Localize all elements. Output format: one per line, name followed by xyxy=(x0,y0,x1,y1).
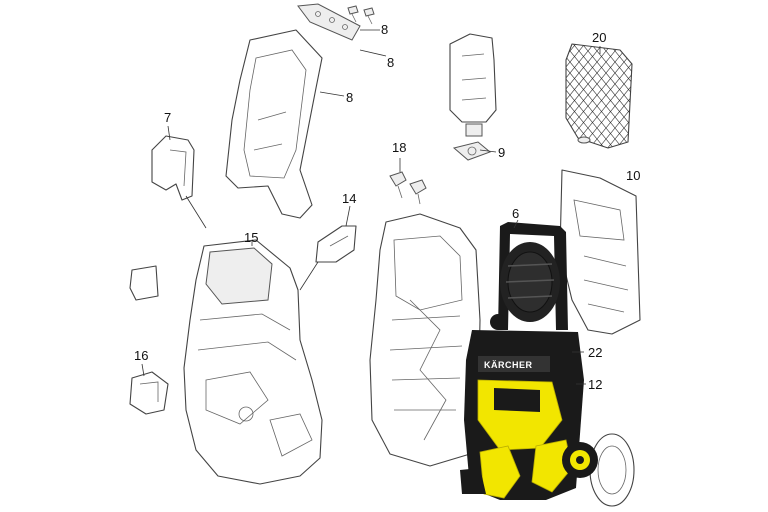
part-fasteners-18 xyxy=(389,171,427,205)
product-logo: KÄRCHER xyxy=(484,360,533,370)
part-front-housing-15 xyxy=(183,239,323,485)
callout-9: 9 xyxy=(498,145,505,160)
leader-lines xyxy=(141,29,601,385)
part-clip-16 xyxy=(129,371,169,415)
callout-18: 18 xyxy=(392,140,406,155)
part-wheel-outline xyxy=(589,433,635,507)
callout-15: 15 xyxy=(244,230,258,245)
callout-8a: 8 xyxy=(381,22,388,37)
part-bracket-14 xyxy=(315,225,357,263)
part-fragment-left xyxy=(129,265,159,301)
part-detergent-tank xyxy=(449,33,497,161)
callout-6: 6 xyxy=(512,206,519,221)
callout-16: 16 xyxy=(134,348,148,363)
part-mesh-filter-20 xyxy=(565,43,633,149)
part-rear-housing-10 xyxy=(559,169,641,335)
part-screws xyxy=(347,5,375,25)
callout-8b: 8 xyxy=(387,55,394,70)
callout-12: 12 xyxy=(588,377,602,392)
pressure-washer-product: KÄRCHER xyxy=(460,222,598,500)
callout-20: 20 xyxy=(592,30,606,45)
callout-14: 14 xyxy=(342,191,356,206)
part-main-chassis xyxy=(369,213,481,467)
callout-8c: 8 xyxy=(346,90,353,105)
part-handle-frame xyxy=(225,3,361,219)
part-bracket-7 xyxy=(151,135,195,201)
callout-7: 7 xyxy=(164,110,171,125)
product-logo-plate xyxy=(478,356,550,372)
callout-22: 22 xyxy=(588,345,602,360)
callout-10: 10 xyxy=(626,168,640,183)
callout-labels: 8 8 8 7 20 18 9 10 14 6 15 16 22 12 xyxy=(134,22,640,392)
